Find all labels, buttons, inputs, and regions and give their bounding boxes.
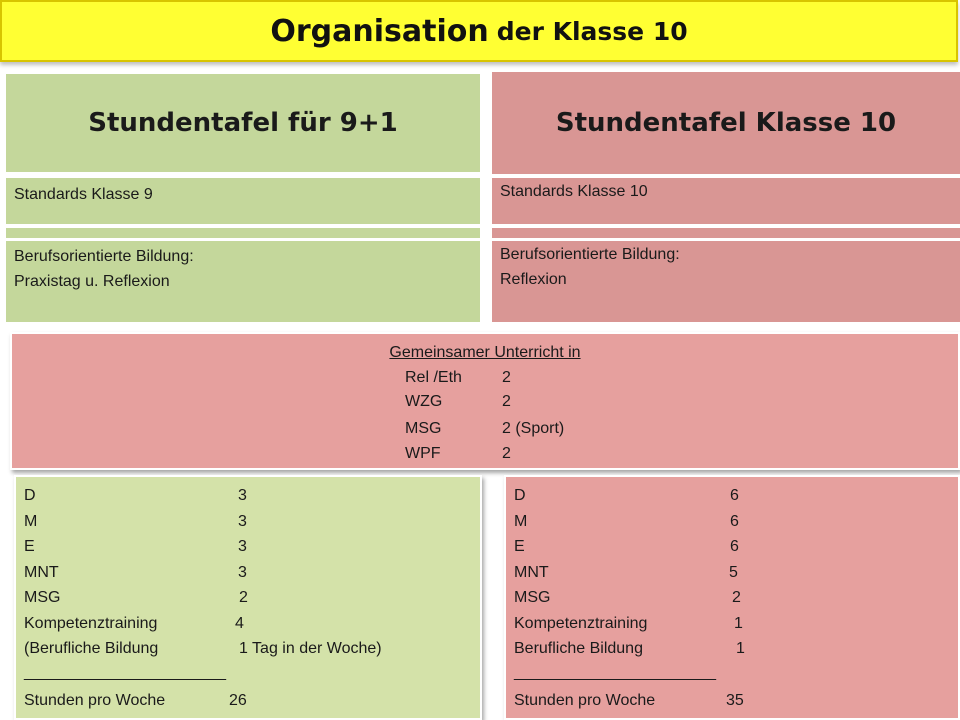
common-subject: WZG — [405, 393, 443, 410]
common-subject: WPF — [405, 445, 441, 462]
subject-name: MSG — [24, 589, 61, 606]
subject-hours: 6 — [730, 538, 739, 555]
subject-name: M — [24, 513, 38, 530]
left-standards-row: Standards Klasse 9 — [6, 178, 480, 224]
left-bildung-line1: Berufsorientierte Bildung: — [14, 248, 194, 265]
subject-hours: 1 — [736, 640, 745, 657]
total-value: 26 — [229, 692, 247, 709]
subject-hours: 3 — [238, 487, 247, 504]
left-bildung-row: Berufsorientierte Bildung: Praxistag u. … — [6, 241, 480, 322]
subject-name: M — [514, 513, 528, 530]
subject-name: E — [24, 538, 35, 555]
total-value: 35 — [726, 692, 744, 709]
common-hours: 2 — [502, 393, 511, 410]
subject-hours: 2 — [239, 589, 248, 606]
subject-hours: 6 — [730, 487, 739, 504]
common-hours: 2 — [502, 369, 511, 386]
common-lessons-heading: Gemeinsamer Unterricht in — [389, 344, 581, 361]
common-lessons-box: Gemeinsamer Unterricht in Rel /Eth 2 WZG… — [10, 332, 960, 470]
total-separator: ________________________ — [24, 664, 226, 681]
subject-name: D — [514, 487, 526, 504]
right-stundentafel-panel: Stundentafel Klasse 10 Standards Klasse … — [492, 72, 960, 322]
right-bildung-line1: Berufsorientierte Bildung: — [500, 246, 680, 263]
subject-hours: 3 — [238, 538, 247, 555]
subject-hours: 3 — [238, 513, 247, 530]
page-subtitle: der Klasse 10 — [496, 16, 688, 46]
subject-hours: 4 — [235, 615, 244, 632]
subject-hours: 2 — [732, 589, 741, 606]
common-hours: 2 — [502, 445, 511, 462]
left-standards-text: Standards Klasse 9 — [14, 186, 153, 203]
subject-name: (Berufliche Bildung — [24, 640, 159, 657]
subject-hours: 6 — [730, 513, 739, 530]
right-hours-list: D 6 M 6 E 6 MNT 5 MSG 2 Kompetenztrainin… — [504, 475, 960, 720]
left-panel-heading: Stundentafel für 9+1 — [6, 74, 480, 172]
left-stundentafel-panel: Stundentafel für 9+1 Standards Klasse 9 … — [6, 74, 480, 322]
right-bildung-row: Berufsorientierte Bildung: Reflexion — [492, 241, 960, 322]
left-hours-list: D 3 M 3 E 3 MNT 3 MSG 2 Kompetenztrainin… — [14, 475, 482, 720]
common-hours: 2 (Sport) — [502, 420, 565, 437]
subject-hours: 1 — [734, 615, 743, 632]
page-title: Organisation — [270, 13, 489, 49]
subject-name: MNT — [514, 564, 549, 581]
title-banner: Organisation der Klasse 10 — [0, 0, 958, 62]
total-label: Stunden pro Woche — [24, 692, 166, 709]
subject-hours: 3 — [238, 564, 247, 581]
left-spacer-row — [6, 228, 480, 238]
common-subject: MSG — [405, 420, 442, 437]
subject-hours: 1 Tag in der Woche) — [239, 640, 382, 657]
right-bildung-line2: Reflexion — [500, 271, 567, 288]
subject-name: E — [514, 538, 525, 555]
right-spacer-row — [492, 228, 960, 238]
subject-name: MSG — [514, 589, 551, 606]
subject-name: MNT — [24, 564, 59, 581]
subject-name: Kompetenztraining — [24, 615, 158, 632]
right-standards-row: Standards Klasse 10 — [492, 178, 960, 224]
subject-hours: 5 — [729, 564, 738, 581]
right-standards-text: Standards Klasse 10 — [500, 183, 648, 200]
subject-name: Kompetenztraining — [514, 615, 648, 632]
common-subject: Rel /Eth — [405, 369, 462, 386]
total-label: Stunden pro Woche — [514, 692, 656, 709]
right-panel-heading: Stundentafel Klasse 10 — [492, 72, 960, 174]
subject-name: D — [24, 487, 36, 504]
left-bildung-line2: Praxistag u. Reflexion — [14, 273, 170, 290]
total-separator: ________________________ — [514, 664, 716, 681]
subject-name: Berufliche Bildung — [514, 640, 643, 657]
